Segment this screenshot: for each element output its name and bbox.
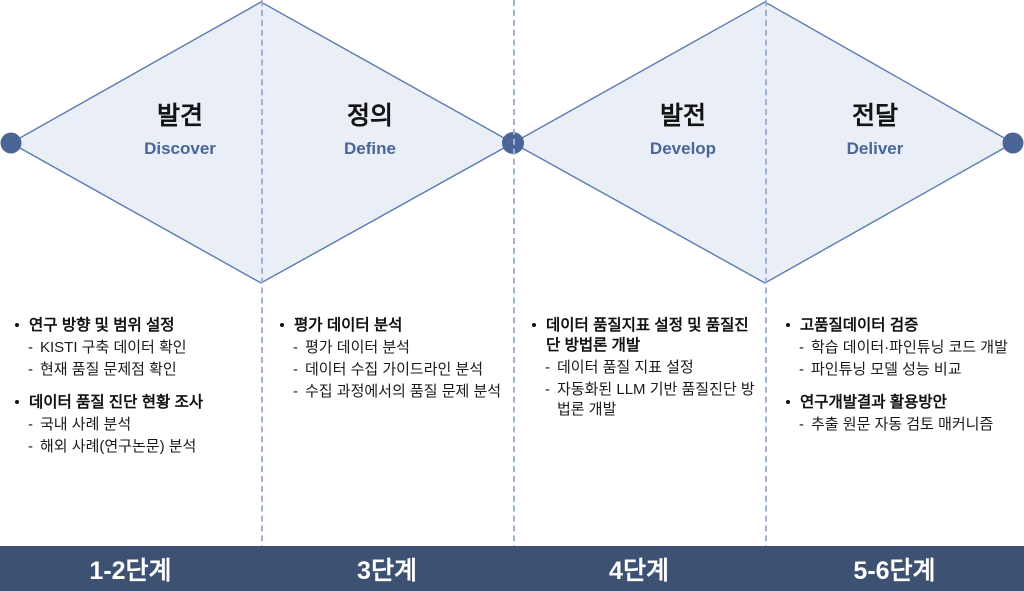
bullet-group: 데이터 품질지표 설정 및 품질진단 방법론 개발 - 데이터 품질 지표 설정…	[531, 316, 759, 420]
bullet-subitem: - 수집 과정에서의 품질 문제 분석	[279, 382, 507, 402]
bullet-subitem: - 국내 사례 분석	[14, 415, 255, 435]
content-column-3: 데이터 품질지표 설정 및 품질진단 방법론 개발 - 데이터 품질 지표 설정…	[513, 300, 765, 540]
bullet-headline-text: 평가 데이터 분석	[294, 317, 403, 334]
bullet-subitem-text: 평가 데이터 분석	[305, 339, 410, 357]
phase-label-deliver: 전달 Deliver	[775, 102, 975, 158]
stage-label-4: 5-6단계	[765, 546, 1024, 591]
content-column-1: 연구 방향 및 범위 설정 - KISTI 구축 데이터 확인 - 현재 품질 …	[0, 300, 261, 540]
bullet-headline-text: 데이터 품질지표 설정 및 품질진단 방법론 개발	[546, 317, 749, 355]
content-column-2: 평가 데이터 분석 - 평가 데이터 분석 - 데이터 수집 가이드라인 분석 …	[261, 300, 513, 540]
bullet-dot-icon	[15, 400, 19, 405]
dash-icon: -	[545, 381, 550, 399]
content-column-4: 고품질데이터 검증 - 학습 데이터·파인튜닝 코드 개발 - 파인튜닝 모델 …	[765, 300, 1024, 540]
bullet-headline: 데이터 품질 진단 현황 조사	[14, 393, 255, 413]
dash-icon: -	[293, 361, 298, 379]
phase-title-en-discover: Discover	[144, 139, 216, 158]
dash-icon: -	[545, 359, 550, 377]
bullet-subitem-text: 데이터 품질 지표 설정	[557, 359, 694, 377]
bullet-subitem-text: 자동화된 LLM 기반 품질진단 방법론 개발	[557, 381, 755, 419]
bullet-subitem: - 자동화된 LLM 기반 품질진단 방법론 개발	[531, 380, 759, 420]
bullet-subitem: - 데이터 수집 가이드라인 분석	[279, 360, 507, 380]
bullet-subitem: - 추출 원문 자동 검토 매커니즘	[785, 415, 1018, 435]
bullet-subitem-text: KISTI 구축 데이터 확인	[40, 339, 187, 357]
bullet-headline-text: 연구개발결과 활용방안	[800, 394, 947, 412]
phase-label-discover: 발견 Discover	[80, 102, 280, 158]
bullet-subitem: - 파인튜닝 모델 성능 비교	[785, 360, 1018, 380]
bullet-group: 연구 방향 및 범위 설정 - KISTI 구축 데이터 확인 - 현재 품질 …	[14, 316, 255, 380]
node-circle-start	[0, 132, 22, 154]
bullet-group: 고품질데이터 검증 - 학습 데이터·파인튜닝 코드 개발 - 파인튜닝 모델 …	[785, 316, 1018, 380]
bullet-group: 평가 데이터 분석 - 평가 데이터 분석 - 데이터 수집 가이드라인 분석 …	[279, 316, 507, 402]
bullet-headline-text: 데이터 품질 진단 현황 조사	[29, 394, 204, 412]
phase-title-ko-develop: 발전	[659, 102, 706, 130]
phase-title-en-develop: Develop	[649, 139, 717, 158]
dash-icon: -	[28, 416, 33, 434]
bullet-dot-icon	[280, 323, 284, 327]
dash-icon: -	[799, 361, 804, 379]
bullet-subitem-text: 학습 데이터·파인튜닝 코드 개발	[811, 339, 1008, 357]
bullet-subitem-text: 현재 품질 문제점 확인	[40, 361, 177, 379]
phase-title-ko-deliver: 전달	[851, 102, 898, 130]
dash-icon: -	[799, 339, 804, 357]
dash-icon: -	[293, 383, 298, 401]
bullet-group: 연구개발결과 활용방안 - 추출 원문 자동 검토 매커니즘	[785, 393, 1018, 435]
content-columns: 연구 방향 및 범위 설정 - KISTI 구축 데이터 확인 - 현재 품질 …	[0, 300, 1024, 540]
dash-icon: -	[28, 339, 33, 357]
dash-icon: -	[799, 416, 804, 434]
stage-label-3: 4단계	[513, 546, 765, 591]
bullet-subitem: - KISTI 구축 데이터 확인	[14, 338, 255, 358]
bullet-headline: 연구 방향 및 범위 설정	[14, 316, 255, 336]
bullet-headline: 고품질데이터 검증	[785, 316, 1018, 336]
bullet-dot-icon	[15, 323, 19, 327]
bullet-subitem: - 데이터 품질 지표 설정	[531, 358, 759, 378]
bullet-headline-text: 고품질데이터 검증	[800, 317, 919, 334]
bullet-group: 데이터 품질 진단 현황 조사 - 국내 사례 분석 - 해외 사례(연구논문)…	[14, 393, 255, 457]
stage-bar: 1-2단계 3단계 4단계 5-6단계	[0, 546, 1024, 591]
bullet-subitem: - 해외 사례(연구논문) 분석	[14, 437, 255, 457]
bullet-subitem: - 평가 데이터 분석	[279, 338, 507, 358]
bullet-headline: 연구개발결과 활용방안	[785, 393, 1018, 413]
bullet-subitem: - 학습 데이터·파인튜닝 코드 개발	[785, 338, 1018, 358]
bullet-dot-icon	[532, 323, 536, 327]
bullet-headline-text: 연구 방향 및 범위 설정	[29, 317, 175, 334]
phase-title-ko-define: 정의	[346, 102, 393, 130]
node-circle-end	[1002, 132, 1024, 154]
bullet-subitem-text: 파인튜닝 모델 성능 비교	[811, 361, 962, 379]
bullet-subitem-text: 국내 사례 분석	[40, 416, 132, 434]
stage-label-2: 3단계	[261, 546, 513, 591]
column-divider-1	[261, 0, 263, 591]
bullet-subitem: - 현재 품질 문제점 확인	[14, 360, 255, 380]
bullet-dot-icon	[786, 400, 790, 405]
bullet-headline: 평가 데이터 분석	[279, 316, 507, 336]
bullet-subitem-text: 해외 사례(연구논문) 분석	[40, 438, 197, 456]
phase-title-en-deliver: Deliver	[846, 139, 904, 158]
bullet-headline: 데이터 품질지표 설정 및 품질진단 방법론 개발	[531, 316, 759, 356]
bullet-subitem-text: 데이터 수집 가이드라인 분석	[305, 361, 484, 379]
dash-icon: -	[28, 438, 33, 456]
phase-title-en-define: Define	[344, 139, 396, 158]
dash-icon: -	[293, 339, 298, 357]
phase-label-define: 정의 Define	[270, 102, 470, 158]
bullet-dot-icon	[786, 323, 790, 327]
column-divider-3	[765, 0, 767, 591]
phase-label-develop: 발전 Develop	[583, 102, 783, 158]
stage-label-1: 1-2단계	[0, 546, 261, 591]
bullet-subitem-text: 수집 과정에서의 품질 문제 분석	[305, 383, 502, 401]
column-divider-2	[513, 0, 515, 591]
bullet-subitem-text: 추출 원문 자동 검토 매커니즘	[811, 416, 994, 434]
phase-title-ko-discover: 발견	[156, 102, 203, 130]
dash-icon: -	[28, 361, 33, 379]
